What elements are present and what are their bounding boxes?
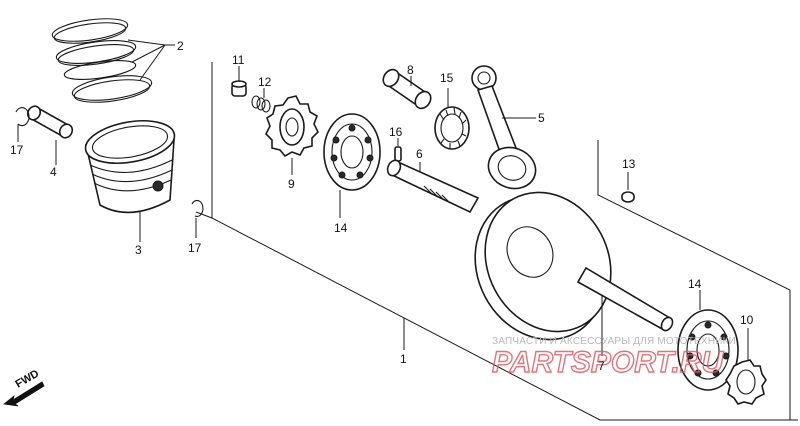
fwd-indicator: FWD — [3, 368, 45, 407]
timing-sprocket — [265, 95, 319, 175]
label-15: 15 — [440, 71, 454, 85]
label-11: 11 — [232, 53, 245, 67]
piston-pin-clip-left — [15, 107, 30, 142]
radial-ball-bearing-right — [677, 290, 739, 391]
piston — [84, 120, 176, 242]
label-4: 4 — [50, 165, 57, 179]
label-9: 9 — [288, 177, 295, 191]
needle-bearing — [434, 88, 470, 150]
label-6: 6 — [416, 147, 423, 161]
label-2: 2 — [177, 39, 184, 53]
watermark-caption: ЗАПЧАСТИ И АКСЕССУАРЫ ДЛЯ МОТОТЕХНИКИ — [492, 336, 736, 347]
radial-ball-bearing-left — [323, 113, 381, 218]
label-5: 5 — [538, 111, 545, 125]
fwd-arrow-icon — [3, 381, 45, 407]
connecting-rod — [471, 65, 537, 190]
timing-gear — [725, 328, 767, 405]
label-17b: 17 — [188, 241, 202, 255]
label-16: 16 — [389, 125, 403, 139]
label-7: 7 — [598, 359, 605, 373]
watermark: ЗАПЧАСТИ И АКСЕССУАРЫ ДЛЯ МОТОТЕХНИКИ PA… — [491, 336, 736, 380]
label-12: 12 — [258, 75, 272, 89]
piston-pin — [26, 105, 74, 165]
label-14a: 14 — [334, 221, 348, 235]
piston-rings — [51, 18, 175, 103]
label-1: 1 — [400, 352, 407, 366]
assembly-outline — [195, 62, 798, 421]
woodruff-key-small — [621, 172, 635, 203]
label-13: 13 — [622, 157, 636, 171]
watermark-logo: PARTSPORT.RU — [492, 346, 724, 379]
crank-pin — [382, 68, 432, 110]
label-10: 10 — [740, 313, 754, 327]
spring — [251, 88, 271, 113]
part-numbers: 2 17 4 3 17 11 12 9 14 8 15 16 6 5 13 14… — [10, 39, 754, 373]
woodruff-key — [394, 138, 402, 162]
crankshaft — [386, 159, 674, 356]
label-8: 8 — [407, 63, 414, 77]
collar — [231, 66, 247, 97]
label-14b: 14 — [688, 277, 702, 291]
piston-pin-clip-right — [191, 199, 204, 238]
label-17a: 17 — [10, 143, 24, 157]
label-3: 3 — [135, 243, 142, 257]
